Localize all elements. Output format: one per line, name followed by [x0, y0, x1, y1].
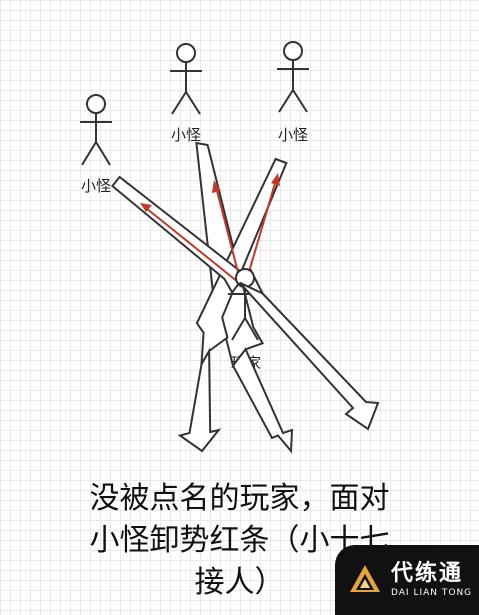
monster-label-middle: 小怪 [171, 126, 201, 144]
arrowhead-middle [231, 347, 294, 454]
caption-line-3: 接人） [194, 565, 285, 600]
monster-figure-left [80, 94, 112, 166]
red-line-to-left-monster [140, 203, 239, 283]
watermark-brand-en: DAI LIAN TONG [391, 588, 473, 598]
arrowhead-right [238, 281, 380, 431]
monster-label-left: 小怪 [81, 177, 111, 195]
watermark: 代练通 DAI LIAN TONG [335, 545, 479, 615]
monster-figure-right [277, 41, 309, 113]
caption: 没被点名的玩家，面对 小怪卸势红条（小十七 接人） [0, 478, 479, 604]
diagram-canvas: 小怪 小怪 小怪 玩家 [80, 41, 380, 454]
watermark-logo-icon [350, 565, 380, 592]
monster-figure-middle [170, 43, 202, 115]
arrowhead-left [177, 347, 222, 453]
monster-label-right: 小怪 [278, 126, 308, 144]
red-line-to-right-monster [245, 173, 280, 283]
red-line-to-middle-monster [212, 180, 241, 281]
watermark-brand-cn: 代练通 [391, 561, 464, 586]
caption-line-1: 没被点名的玩家，面对 [89, 481, 390, 516]
